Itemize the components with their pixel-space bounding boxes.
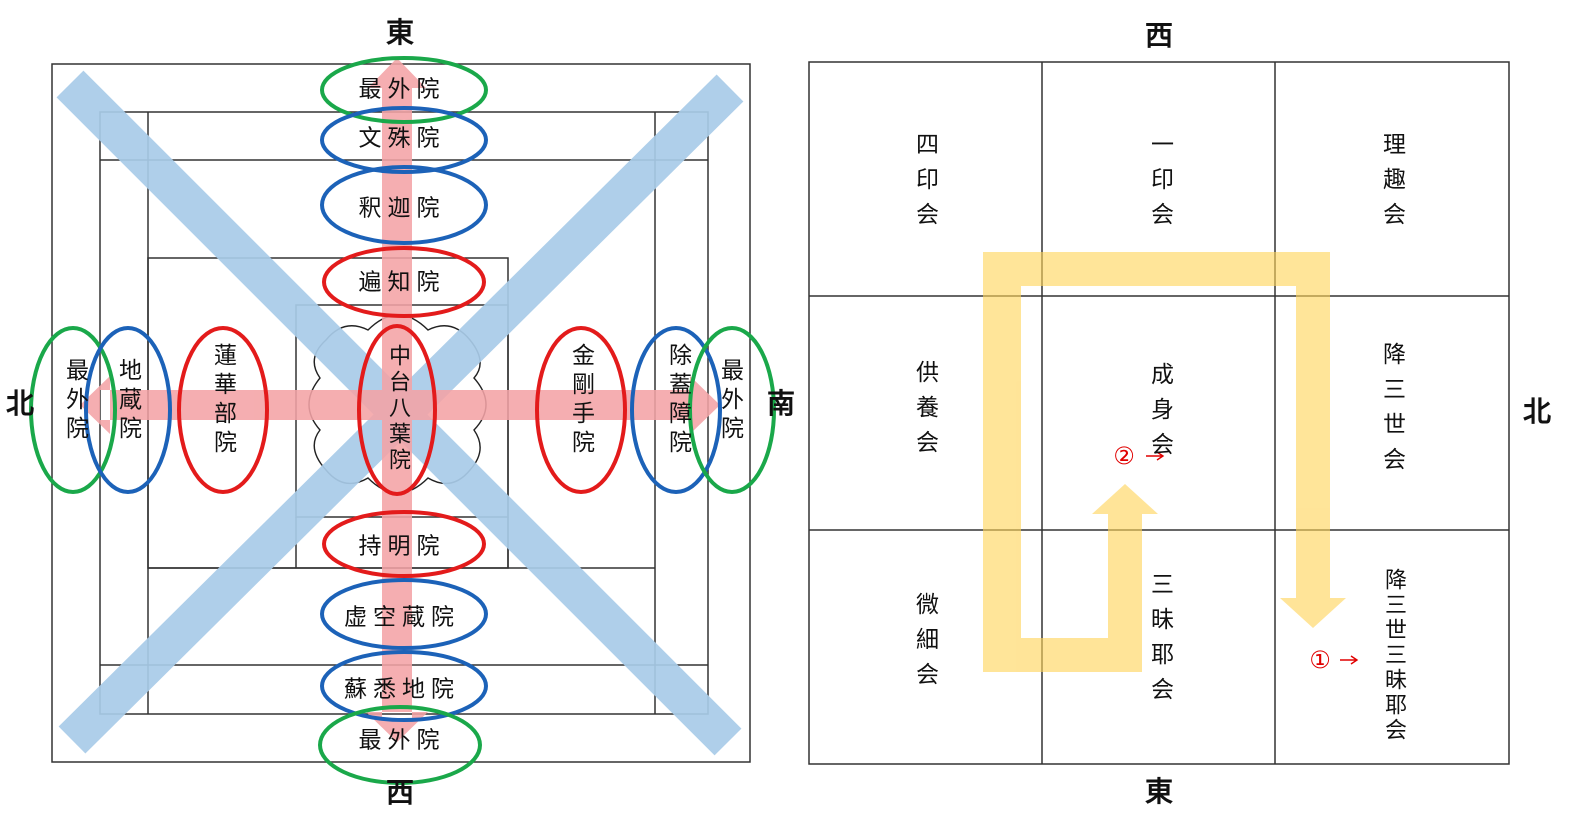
hall-center: 中台八葉院 <box>385 344 410 474</box>
hall-kokuzo: 虚空蔵院 <box>344 604 460 631</box>
yellow-path-body <box>983 252 1330 672</box>
yellow-path-rise <box>1108 512 1142 672</box>
oval-jogaisho <box>630 326 722 494</box>
assembly-rishu: 理趣会 <box>1378 132 1405 237</box>
oval-henchi <box>322 246 486 318</box>
right-direction-right: 北 <box>1522 395 1552 428</box>
left-direction-bottom: 西 <box>385 776 415 809</box>
oval-kokuzo <box>320 578 488 650</box>
yellow-arrow-down <box>1280 598 1346 628</box>
oval-center <box>357 324 437 496</box>
hall-shaka: 釈迦院 <box>358 195 446 222</box>
pink-arrow-up <box>368 58 426 405</box>
left-direction-left: 北 <box>5 387 35 420</box>
marker-arrows <box>1146 451 1359 665</box>
yellow-path <box>983 252 1346 672</box>
assembly-sanmaya: 三昧耶会 <box>1146 572 1173 712</box>
left-direction-top: 東 <box>385 16 415 49</box>
oval-monju <box>320 106 488 174</box>
hall-outer-left: 最外院 <box>61 358 88 445</box>
assembly-ichiin: 一印会 <box>1146 132 1173 237</box>
right-direction-top: 西 <box>1144 19 1174 52</box>
hall-renge: 蓮華部院 <box>209 343 236 459</box>
oval-jimyo <box>322 510 486 578</box>
oval-soshitsuji <box>320 650 488 722</box>
assembly-gosanze-sanmaya: 降三世三昧耶会 <box>1380 568 1406 743</box>
oval-outer-top <box>320 56 488 124</box>
assembly-joshin: 成身会 <box>1146 362 1173 467</box>
pink-arrow-right <box>397 376 720 434</box>
hall-jimyo: 持明院 <box>358 533 446 560</box>
left-direction-right: 南 <box>766 387 796 420</box>
assembly-misai: 微細会 <box>911 592 938 697</box>
right-direction-bottom: 東 <box>1144 775 1174 808</box>
hall-ovals <box>29 56 776 785</box>
hall-henchi: 遍知院 <box>358 269 446 296</box>
oval-outer-bottom <box>318 705 482 785</box>
hall-outer-right: 最外院 <box>716 358 743 445</box>
marker-start: ① <box>1309 646 1331 674</box>
marker-arrow-1 <box>1340 655 1359 665</box>
pink-arrow-down <box>366 405 428 742</box>
pink-arrow-left <box>80 376 397 434</box>
oval-outer-right <box>688 326 776 494</box>
oval-shaka <box>320 165 488 245</box>
hall-jizo: 地蔵院 <box>114 358 141 445</box>
assembly-shiin: 四印会 <box>911 132 938 237</box>
assembly-gosanze: 降三世会 <box>1378 342 1405 482</box>
hall-kongoshu: 金剛手院 <box>567 343 594 459</box>
oval-renge <box>177 326 269 494</box>
oval-outer-left <box>29 326 117 494</box>
yellow-arrow-up <box>1092 484 1158 514</box>
marker-end: ② <box>1113 442 1135 470</box>
pink-cross <box>80 58 720 742</box>
assembly-kuyo: 供養会 <box>911 360 938 465</box>
hall-monju: 文殊院 <box>358 125 446 152</box>
hall-outer-top: 最外院 <box>358 76 446 103</box>
hall-soshitsuji: 蘇悉地院 <box>344 676 460 703</box>
oval-jizo <box>84 326 172 494</box>
marker-arrow-2 <box>1146 451 1165 461</box>
hall-outer-bottom: 最外院 <box>358 727 446 754</box>
hall-jogaisho: 除蓋障院 <box>664 343 691 459</box>
oval-kongoshu <box>535 326 627 494</box>
right-frame <box>808 61 1510 765</box>
